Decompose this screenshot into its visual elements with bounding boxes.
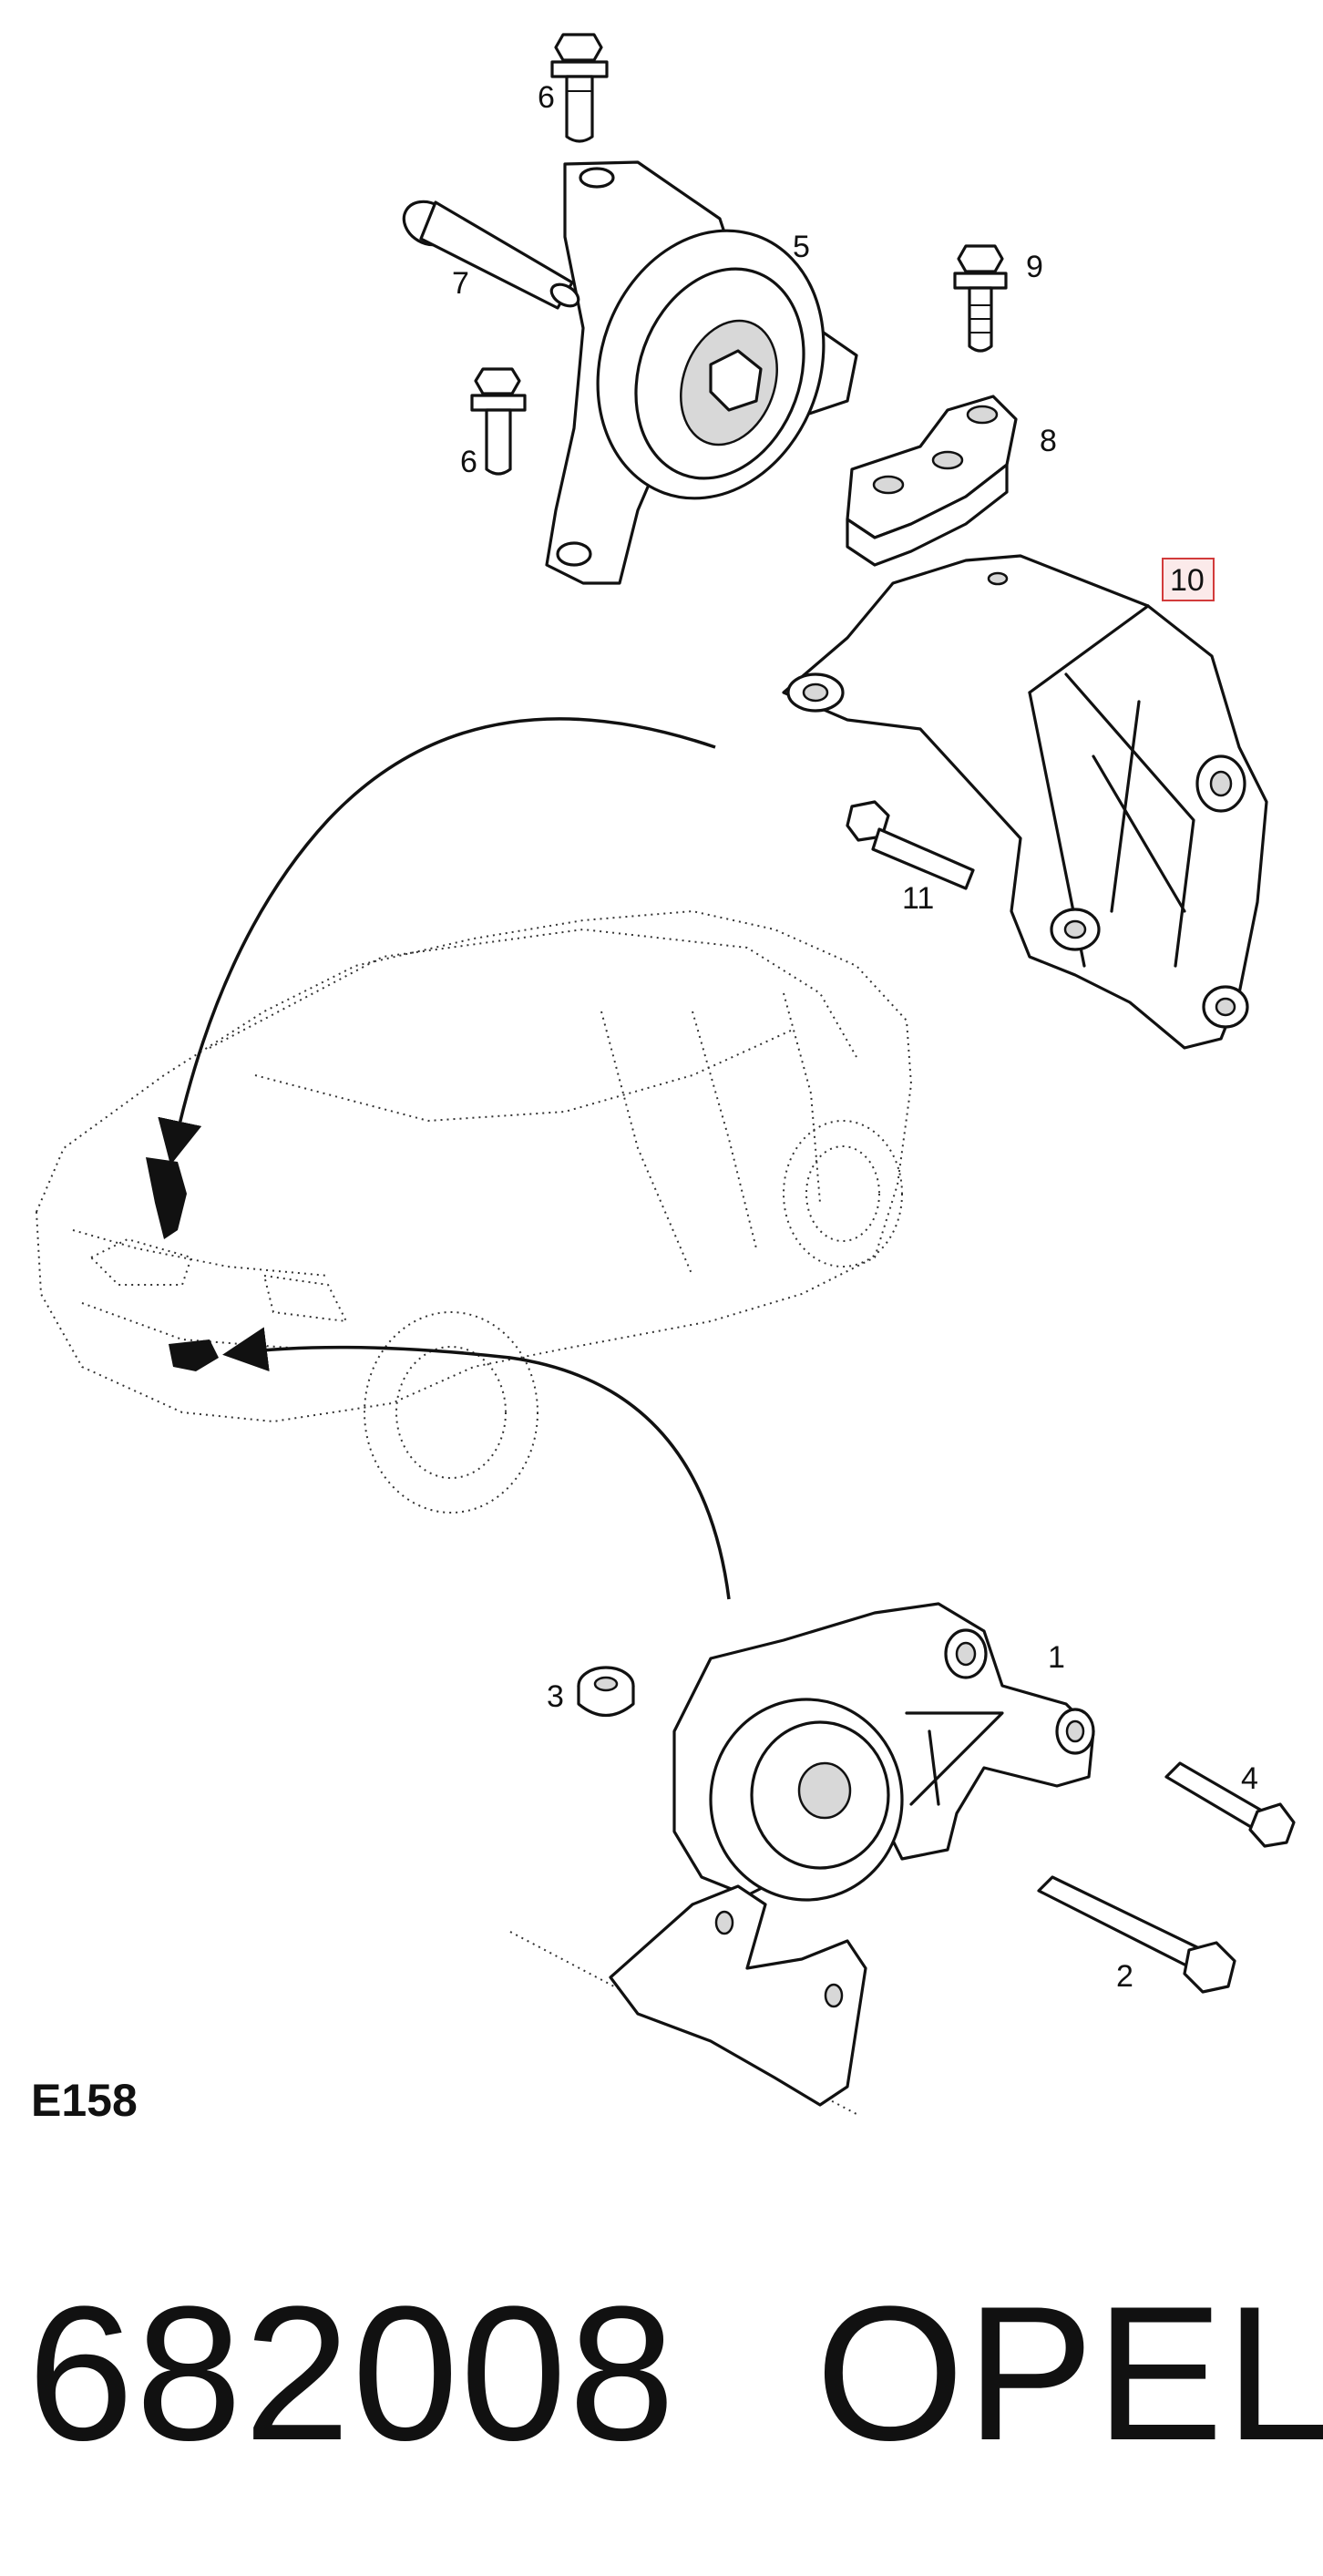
callout-label-highlighted: 10 [1170, 563, 1205, 598]
bolt-6-lower [470, 367, 527, 476]
bolt-9 [953, 244, 1008, 353]
callout-label: 6 [460, 445, 477, 479]
callout-label: 8 [1040, 424, 1057, 458]
part-number: 682008 [27, 2266, 677, 2480]
engine-mount-1 [672, 1602, 1095, 1902]
arrows [158, 717, 731, 1600]
callout-label: 2 [1116, 1959, 1133, 1994]
bracket-10 [782, 554, 1268, 1050]
callout-label: 4 [1241, 1761, 1258, 1796]
bolt-4 [1164, 1761, 1296, 1848]
nut-3 [577, 1666, 635, 1717]
callout-labels: 6 5 7 9 6 8 10 11 1 3 4 2 [452, 80, 1258, 1994]
bolt-11 [846, 800, 975, 890]
bolt-7 [402, 200, 580, 310]
callout-label: 9 [1026, 250, 1043, 284]
callout-label: 1 [1048, 1640, 1065, 1675]
callout-label: 6 [538, 80, 555, 115]
bolt-2 [1037, 1875, 1236, 1994]
callout-label: 7 [452, 266, 469, 301]
callout-label: 3 [547, 1679, 564, 1714]
chassis-bracket [509, 1884, 867, 2115]
spacer-8 [846, 395, 1018, 567]
diagram-code: E158 [31, 2075, 138, 2126]
callout-label: 11 [902, 881, 934, 916]
engine-mount-5 [545, 160, 858, 585]
callout-label: 5 [793, 230, 810, 264]
car-illustration [35, 909, 913, 1514]
brand-name: OPEL [815, 2266, 1323, 2480]
callout-highlight-box [1162, 558, 1215, 601]
bolt-6-top [550, 33, 609, 143]
